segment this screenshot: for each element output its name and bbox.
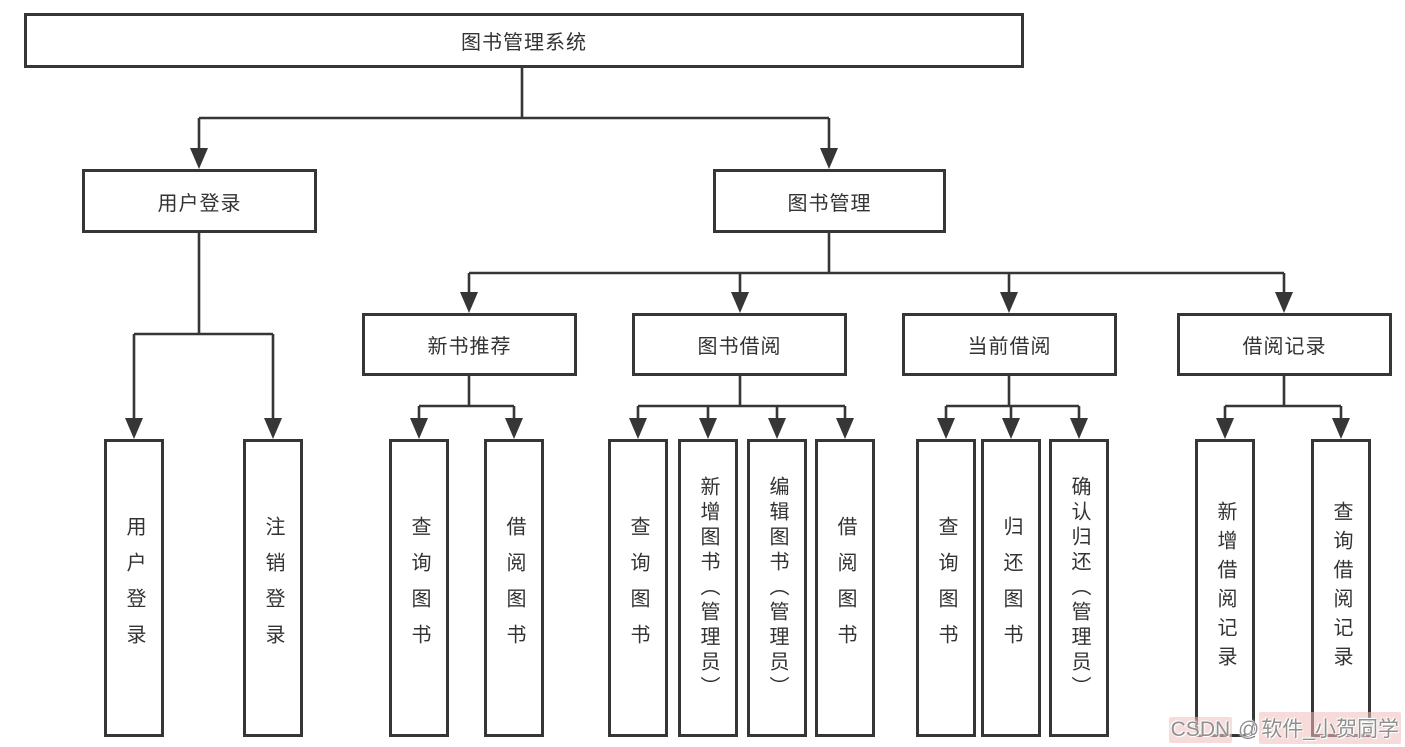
leaf-borrow-books-2-label: 借阅图书 — [834, 516, 856, 660]
leaf-logout: 注销登录 — [243, 439, 303, 737]
leaf-return-books-label: 归还图书 — [1000, 516, 1022, 660]
leaf-query-books-2: 查询图书 — [608, 439, 668, 737]
node-new-book-recommendation: 新书推荐 — [362, 313, 577, 376]
leaf-query-books-3-label: 查询图书 — [935, 516, 957, 660]
leaf-edit-books-admin-label: 编辑图书（管理员） — [766, 475, 788, 701]
watermark-site: CSDN — [1168, 717, 1233, 743]
leaf-add-books-admin-label: 新增图书（管理员） — [697, 475, 719, 701]
leaf-borrow-books-1-label: 借阅图书 — [503, 516, 525, 660]
leaf-query-books-1-label: 查询图书 — [408, 516, 430, 660]
node-current-borrowing: 当前借阅 — [902, 313, 1117, 376]
node-borrowing-records: 借阅记录 — [1177, 313, 1392, 376]
leaf-borrow-books-2: 借阅图书 — [815, 439, 875, 737]
watermark-author: 软件_小贺同学 — [1259, 712, 1401, 744]
leaf-borrow-books-1: 借阅图书 — [484, 439, 544, 737]
leaf-query-books-3: 查询图书 — [916, 439, 976, 737]
node-book-management: 图书管理 — [713, 169, 946, 233]
node-book-borrowing: 图书借阅 — [632, 313, 847, 376]
leaf-logout-label: 注销登录 — [262, 516, 284, 660]
leaf-query-books-1: 查询图书 — [389, 439, 449, 737]
leaf-add-books-admin: 新增图书（管理员） — [678, 439, 738, 737]
leaf-edit-books-admin: 编辑图书（管理员） — [747, 439, 807, 737]
node-library-management-system: 图书管理系统 — [24, 13, 1024, 68]
csdn-watermark: CSDN @ 软件_小贺同学 — [1168, 712, 1401, 744]
leaf-return-books: 归还图书 — [981, 439, 1041, 737]
leaf-query-borrow-record: 查询借阅记录 — [1311, 439, 1371, 737]
leaf-confirm-return-admin-label: 确认归还（管理员） — [1068, 475, 1090, 701]
leaf-query-books-2-label: 查询图书 — [627, 516, 649, 660]
node-user-login: 用户登录 — [82, 169, 317, 233]
leaf-user-login-label: 用户登录 — [123, 516, 145, 660]
leaf-user-login: 用户登录 — [104, 439, 164, 737]
leaf-add-borrow-record-label: 新增借阅记录 — [1214, 501, 1236, 675]
leaf-query-borrow-record-label: 查询借阅记录 — [1330, 501, 1352, 675]
leaf-add-borrow-record: 新增借阅记录 — [1195, 439, 1255, 737]
leaf-confirm-return-admin: 确认归还（管理员） — [1049, 439, 1109, 737]
watermark-separator: @ — [1232, 718, 1260, 741]
